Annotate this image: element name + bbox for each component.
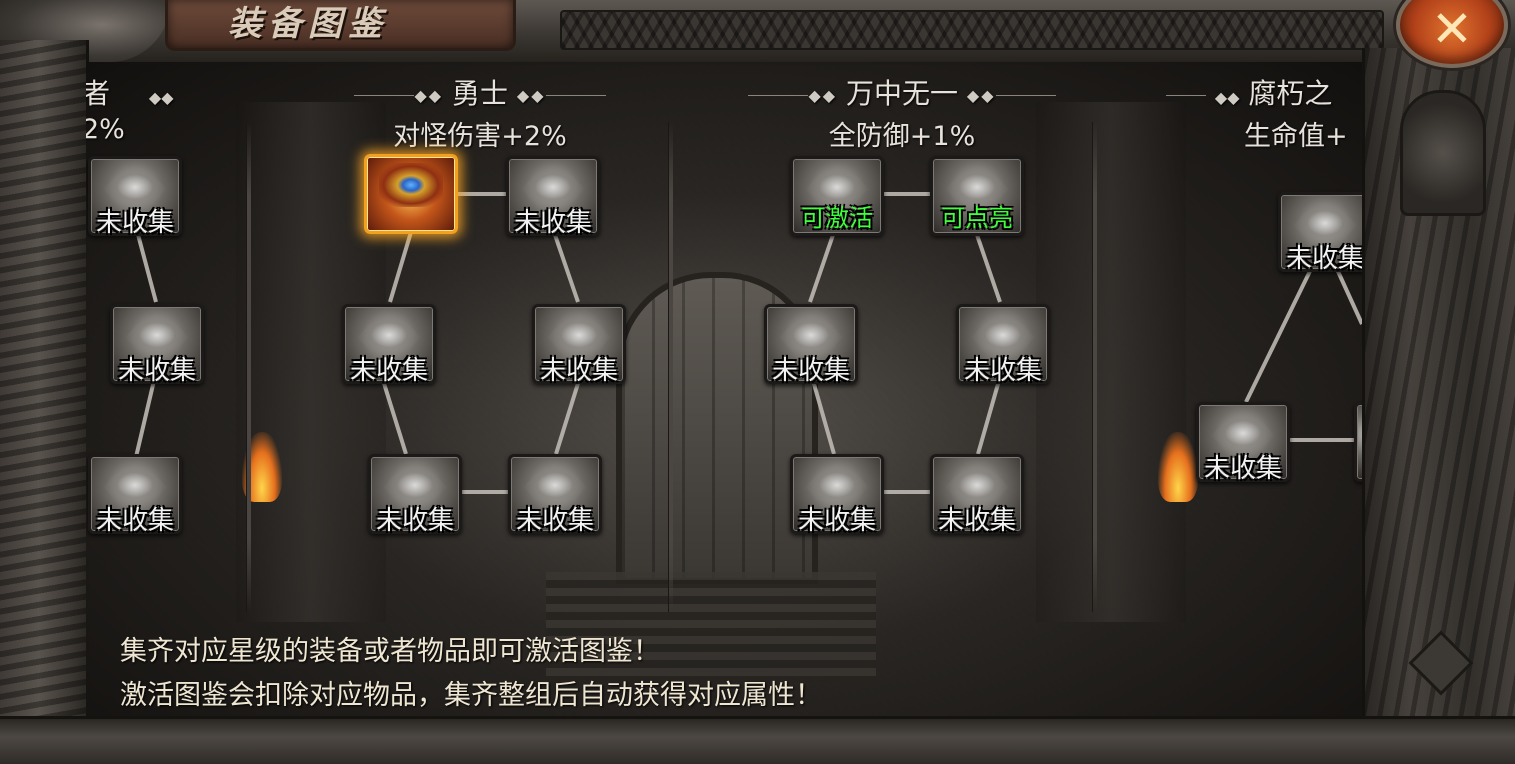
- set-title-decayed: ◆◆ 腐朽之: [1166, 72, 1332, 112]
- title-plaque: [165, 0, 516, 51]
- link-line: [974, 231, 1002, 303]
- equipment-slot[interactable]: 未收集: [790, 454, 884, 536]
- link-line: [810, 376, 836, 455]
- slot-status: 未收集: [349, 356, 428, 386]
- equipment-slot[interactable]: 未收集: [930, 454, 1024, 536]
- frame-bottom: [0, 716, 1515, 764]
- equipment-slot-partial[interactable]: [1354, 402, 1362, 482]
- slot-status: 未收集: [1285, 244, 1362, 274]
- link-line: [1334, 266, 1362, 325]
- equipment-slot[interactable]: 未收集: [1196, 402, 1290, 484]
- slot-connections: [130, 192, 1362, 494]
- slot-status: 未收集: [771, 356, 850, 386]
- slot-status: 未收集: [937, 506, 1016, 536]
- link-line: [1244, 266, 1314, 403]
- set-bonus-decayed: 生命值+: [1244, 121, 1348, 152]
- right-ornament: [1400, 90, 1486, 216]
- slot-status: 未收集: [513, 208, 592, 238]
- equipment-slot[interactable]: 未收集: [506, 156, 600, 238]
- equipment-slot[interactable]: 未收集: [88, 454, 182, 536]
- equipment-slot-activatable[interactable]: 可激活: [790, 156, 884, 236]
- set-bonus-one-in-ten-thousand: 全防御+1%: [828, 121, 976, 152]
- window-title: 装备图鉴: [228, 4, 388, 44]
- link-line: [808, 231, 836, 303]
- frame-left: [0, 40, 89, 730]
- slot-status: 未收集: [95, 208, 174, 238]
- torch-fire: [1158, 432, 1198, 502]
- notice-line: 激活图鉴会扣除对应物品，集齐整组后自动获得对应属性！: [120, 680, 822, 711]
- slot-status-lightable: 可点亮: [941, 204, 1013, 232]
- equipment-slot-collected[interactable]: [364, 154, 458, 234]
- medal-icon: [379, 163, 443, 207]
- set-title-warrior: ◆◆ 勇士 ◆◆: [300, 72, 660, 110]
- slot-status: 未收集: [797, 506, 876, 536]
- equipment-slot[interactable]: 未收集: [764, 304, 858, 386]
- frame-top-pattern: [560, 10, 1384, 50]
- notice-line: 集齐对应星级的装备或者物品即可激活图鉴！: [120, 636, 660, 667]
- slot-status: 未收集: [95, 506, 174, 536]
- link-line: [380, 376, 408, 455]
- equipment-slot[interactable]: 未收集: [532, 304, 626, 386]
- slot-status: 未收集: [963, 356, 1042, 386]
- slot-status: 未收集: [375, 506, 454, 536]
- slot-status: 未收集: [117, 356, 196, 386]
- link-line: [134, 371, 158, 458]
- collection-notice: 集齐对应星级的装备或者物品即可激活图鉴！ 激活图鉴会扣除对应物品，集齐整组后自动…: [120, 630, 1320, 716]
- link-line: [976, 376, 1002, 455]
- slot-status: 未收集: [539, 356, 618, 386]
- set-bonus-warrior: 对怪伤害+2%: [393, 121, 567, 152]
- set-title-one-in-ten-thousand: ◆◆ 万中无一 ◆◆: [722, 72, 1082, 110]
- column-divider: [246, 122, 251, 612]
- slot-status-activatable: 可激活: [801, 204, 873, 232]
- title-ornament: ◆◆: [148, 88, 174, 107]
- collection-panel[interactable]: 者 ◆◆ 2% ◆◆ 勇士 ◆◆ 对怪伤害+2% ◆◆ 万中无一 ◆◆ 全防御+…: [86, 62, 1362, 716]
- equipment-slot-lightable[interactable]: 可点亮: [930, 156, 1024, 236]
- equipment-slot[interactable]: 未收集: [508, 454, 602, 536]
- slot-status: 未收集: [515, 506, 594, 536]
- equipment-slot[interactable]: 未收集: [110, 304, 204, 386]
- link-line: [552, 231, 580, 303]
- equipment-slot[interactable]: 未收集: [88, 156, 182, 238]
- equipment-slot[interactable]: 未收集: [368, 454, 462, 536]
- equipment-slot[interactable]: 未收集: [956, 304, 1050, 386]
- equipment-slot[interactable]: 未收集: [342, 304, 436, 386]
- background-stairs: [546, 572, 876, 682]
- link-line: [554, 376, 582, 455]
- slot-status: 未收集: [1203, 454, 1282, 484]
- column-divider: [668, 122, 673, 612]
- link-line: [388, 231, 413, 303]
- set-bonus-partial: 2%: [86, 114, 125, 145]
- background-pillar: [1036, 102, 1186, 622]
- equipment-slot[interactable]: 未收集: [1278, 192, 1362, 274]
- column-divider: [1092, 122, 1097, 612]
- set-title-partial: 者 ◆◆: [86, 77, 174, 110]
- close-button[interactable]: ✕: [1396, 0, 1508, 68]
